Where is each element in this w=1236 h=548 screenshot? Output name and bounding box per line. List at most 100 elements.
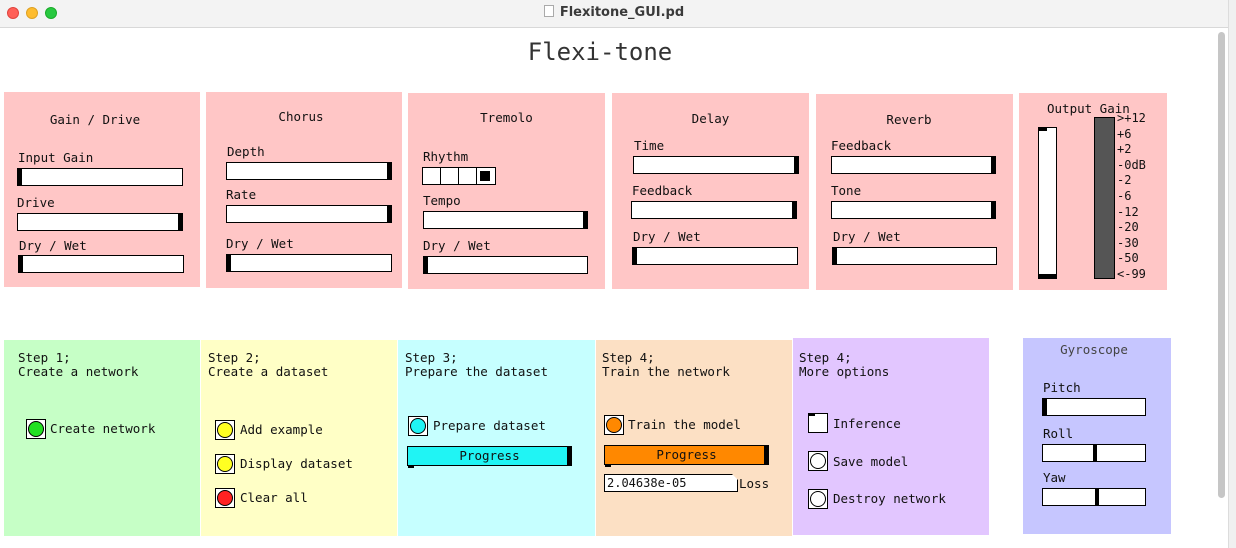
reverb-feedback-slider[interactable] (831, 156, 996, 174)
gyroscope-panel: Gyroscope Pitch Roll Yaw (1023, 338, 1171, 534)
roll-slider[interactable] (1042, 444, 1146, 462)
window-title: Flexitone_GUI.pd (0, 5, 1228, 20)
rate-slider[interactable] (226, 205, 392, 223)
title-bar: Flexitone_GUI.pd (0, 0, 1228, 28)
rhythm-label: Rhythm (423, 149, 469, 164)
step1-subheading: Create a network (18, 364, 139, 379)
vu-scale-label: -12 (1117, 204, 1139, 219)
vu-scale-label: +6 (1117, 126, 1132, 141)
yaw-label: Yaw (1043, 470, 1066, 485)
gain-drywet-slider[interactable] (18, 255, 184, 273)
add-example-label: Add example (240, 422, 323, 437)
rate-label: Rate (226, 187, 257, 202)
vu-scale: >+12+6+2-0dB-2-6-12-20-30-50<-99 (1117, 111, 1146, 283)
window-edge (1228, 0, 1236, 548)
vertical-scrollbar[interactable] (1218, 32, 1225, 498)
minimize-window-button[interactable] (26, 7, 38, 19)
vu-scale-label: -0dB (1117, 157, 1146, 172)
more-options-panel: Step 4; More options Inference Save mode… (793, 338, 989, 535)
reverb-panel: Reverb Feedback Tone Dry / Wet (816, 94, 1013, 290)
vu-scale-label: -30 (1117, 235, 1139, 250)
prepare-progress-label: Progress (459, 448, 520, 463)
train-progress-label: Progress (656, 447, 717, 462)
loss-label: Loss (739, 476, 770, 491)
panel-title: Delay (691, 111, 730, 126)
prepare-dataset-label: Prepare dataset (433, 418, 546, 433)
rhythm-option-3[interactable] (459, 168, 477, 184)
loss-number-box[interactable]: 2.04638e-05 (604, 474, 738, 492)
inference-toggle[interactable] (808, 413, 828, 433)
drive-slider[interactable] (17, 213, 183, 231)
reverb-drywet-slider[interactable] (832, 247, 997, 265)
rhythm-radio[interactable] (422, 167, 496, 185)
step5-heading: Step 4; (799, 350, 852, 365)
tempo-slider[interactable] (423, 211, 588, 229)
add-example-bang[interactable] (215, 420, 235, 440)
destroy-network-bang[interactable] (808, 489, 828, 509)
display-dataset-bang[interactable] (215, 454, 235, 474)
vu-scale-label: -6 (1117, 188, 1132, 203)
yaw-slider[interactable] (1042, 488, 1146, 506)
train-model-label: Train the model (628, 417, 741, 432)
chorus-drywet-slider[interactable] (226, 254, 392, 272)
rhythm-option-1[interactable] (423, 168, 441, 184)
step3-panel: Step 3; Prepare the dataset Prepare data… (398, 340, 595, 536)
train-progress-bar: Progress (604, 445, 769, 467)
roll-label: Roll (1043, 426, 1074, 441)
step4-panel: Step 4; Train the network Train the mode… (596, 340, 792, 536)
step3-subheading: Prepare the dataset (405, 364, 548, 379)
pitch-label: Pitch (1043, 380, 1081, 395)
output-gain-title: Output Gain (1047, 101, 1130, 116)
panel-title: Reverb (886, 112, 932, 127)
create-network-bang[interactable] (26, 419, 46, 439)
vu-scale-label: +2 (1117, 142, 1132, 157)
step1-panel: Step 1; Create a network Create network (4, 340, 200, 536)
tone-label: Tone (831, 183, 862, 198)
depth-label: Depth (227, 144, 265, 159)
clear-all-bang[interactable] (215, 488, 235, 508)
input-gain-slider[interactable] (17, 168, 183, 186)
document-icon (543, 5, 554, 17)
rhythm-option-4[interactable] (477, 168, 495, 184)
step4-heading: Step 4; (602, 350, 655, 365)
tone-slider[interactable] (831, 201, 996, 219)
chorus-drywet-label: Dry / Wet (226, 236, 294, 251)
drive-label: Drive (17, 195, 55, 210)
panel-title: Chorus (278, 109, 324, 124)
tempo-label: Tempo (423, 193, 461, 208)
rhythm-option-2[interactable] (441, 168, 459, 184)
window-title-text: Flexitone_GUI.pd (559, 5, 685, 20)
step2-heading: Step 2; (208, 350, 261, 365)
pitch-slider[interactable] (1042, 398, 1146, 416)
prepare-dataset-bang[interactable] (408, 416, 428, 436)
save-model-bang[interactable] (808, 451, 828, 471)
display-dataset-label: Display dataset (240, 456, 353, 471)
tremolo-drywet-slider[interactable] (423, 256, 588, 274)
chorus-panel: Chorus Depth Rate Dry / Wet (206, 92, 402, 288)
panel-title: Tremolo (480, 110, 533, 125)
prepare-progress-bar: Progress (407, 446, 572, 468)
depth-slider[interactable] (226, 162, 392, 180)
output-gain-slider[interactable] (1038, 127, 1057, 279)
inference-label: Inference (833, 416, 901, 431)
zoom-window-button[interactable] (45, 7, 57, 19)
gyroscope-title: Gyroscope (1060, 342, 1128, 357)
delay-drywet-slider[interactable] (632, 247, 798, 265)
step1-heading: Step 1; (18, 350, 71, 365)
step4-subheading: Train the network (602, 364, 730, 379)
output-gain-panel: Output Gain >+12+6+2-0dB-2-6-12-20-30-50… (1019, 93, 1167, 290)
gain-drywet-label: Dry / Wet (19, 238, 87, 253)
close-window-button[interactable] (7, 7, 19, 19)
save-model-label: Save model (833, 454, 909, 469)
step2-panel: Step 2; Create a dataset Add example Dis… (201, 340, 397, 536)
delay-feedback-slider[interactable] (631, 201, 797, 219)
delay-panel: Delay Time Feedback Dry / Wet (612, 93, 809, 289)
gain-drive-panel: Gain / Drive Input Gain Drive Dry / Wet (4, 92, 200, 287)
step2-subheading: Create a dataset (208, 364, 329, 379)
destroy-network-label: Destroy network (833, 491, 946, 506)
step3-heading: Step 3; (405, 350, 458, 365)
vu-scale-label: >+12 (1117, 111, 1146, 125)
train-model-bang[interactable] (604, 415, 624, 435)
tremolo-panel: Tremolo Rhythm Tempo Dry / Wet (408, 93, 605, 289)
delay-time-slider[interactable] (633, 156, 799, 174)
